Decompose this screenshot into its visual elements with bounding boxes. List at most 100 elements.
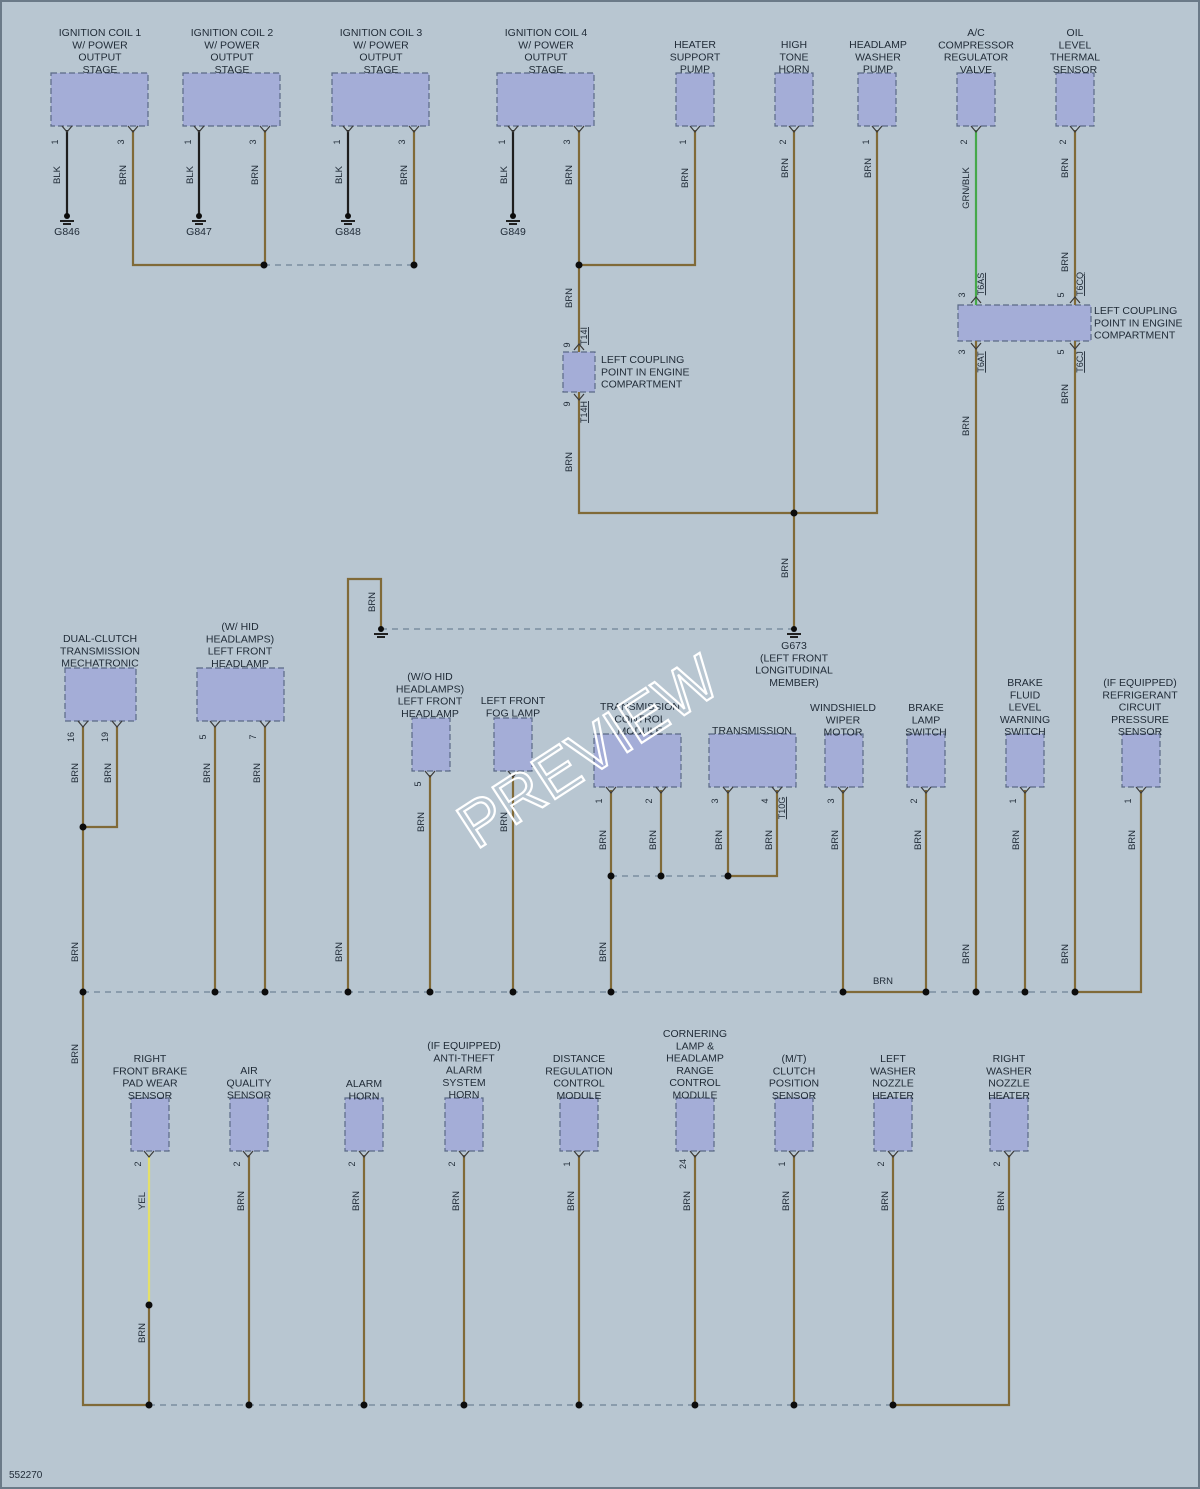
wire-color-label: BRN xyxy=(137,1323,148,1343)
wire-color-label: BRN xyxy=(781,1191,792,1211)
pin-number: 2 xyxy=(447,1161,457,1166)
wire-color-label: BRN xyxy=(1127,830,1138,850)
pin-number: 4 xyxy=(760,798,770,803)
pin-number: 2 xyxy=(876,1161,886,1166)
pin-number: 3 xyxy=(710,798,720,803)
clutch-position-sensor-box xyxy=(774,1097,814,1152)
ground-label: G846 xyxy=(54,226,80,238)
wire-color-label: BRN xyxy=(564,452,575,472)
wire-color-label: BRN xyxy=(961,944,972,964)
wire-color-label: BRN xyxy=(499,812,510,832)
wire-color-label: BLK xyxy=(499,165,510,184)
pin-number: 1 xyxy=(332,139,342,144)
wire-color-label: BRN xyxy=(252,763,263,783)
refrigerant-pressure-sensor-box xyxy=(1121,733,1161,788)
wire-color-label: BRN xyxy=(780,158,791,178)
ground-g846-icon xyxy=(60,213,74,225)
headlamp-washer-pump-box xyxy=(857,72,897,127)
pin-number: 16 xyxy=(66,732,76,742)
pin-number: 2 xyxy=(347,1161,357,1166)
wire-color-label: BRN xyxy=(566,1191,577,1211)
wire-color-label: BRN xyxy=(913,830,924,850)
connector-id-label: T6AT xyxy=(976,351,986,373)
cornering-lamp-control-module-box xyxy=(675,1097,715,1152)
pin-number: 2 xyxy=(959,139,969,144)
ground-g848-icon xyxy=(341,213,355,225)
wire-color-label: BRN xyxy=(236,1191,247,1211)
wire-color-label: BRN xyxy=(880,1191,891,1211)
wire-color-label: BRN xyxy=(996,1191,1007,1211)
pin-number: 1 xyxy=(861,139,871,144)
dual-clutch-mechatronic-box xyxy=(64,667,137,722)
left-front-headlamp-non-hid-box xyxy=(411,717,451,772)
wire-color-label: BRN xyxy=(118,165,129,185)
pin-number: 3 xyxy=(116,139,126,144)
pin-number: 7 xyxy=(248,734,258,739)
left-front-headlamp-hid-box xyxy=(196,667,285,722)
pin-number: 3 xyxy=(397,139,407,144)
pin-number: 3 xyxy=(562,139,572,144)
watermark-text: PREVIEW xyxy=(445,641,732,862)
connector-id-label: T14I xyxy=(579,327,589,345)
heater-support-pump-box xyxy=(675,72,715,127)
wire-color-label: BRN xyxy=(451,1191,462,1211)
component-boxes xyxy=(50,72,1161,1152)
ignition-coil-1-box xyxy=(50,72,149,127)
ac-compressor-regulator-valve-box xyxy=(956,72,996,127)
ignition-coil-4-box xyxy=(496,72,595,127)
wire-color-label: BRN xyxy=(648,830,659,850)
ground-g847-icon xyxy=(192,213,206,225)
pin-number: 3 xyxy=(248,139,258,144)
wire-color-label: BRN xyxy=(1060,158,1071,178)
wire-color-label: BRN xyxy=(1011,830,1022,850)
alarm-horn-box xyxy=(344,1097,384,1152)
wire-color-label: BRN xyxy=(1060,252,1071,272)
connector-id-label: T6CQ xyxy=(1075,272,1085,296)
wire-color-label: BRN xyxy=(1060,944,1071,964)
wire-color-label: BRN xyxy=(863,158,874,178)
wire-color-label: BRN xyxy=(1060,384,1071,404)
ground-g673-icon xyxy=(787,626,801,638)
ground-wires xyxy=(65,130,515,214)
pin-number: 5 xyxy=(413,781,423,786)
connector-id-label: T6AS xyxy=(976,273,986,296)
transmission-control-module-box xyxy=(593,733,682,788)
pin-number: 3 xyxy=(957,349,967,354)
ground-label: G847 xyxy=(186,226,212,238)
pin-number: 1 xyxy=(678,139,688,144)
pin-number: 5 xyxy=(1056,292,1066,297)
right-washer-nozzle-heater-box xyxy=(989,1097,1029,1152)
brake-lamp-switch-box xyxy=(906,733,946,788)
ground-label: G849 xyxy=(500,226,526,238)
pin-number: 2 xyxy=(232,1161,242,1166)
wire-color-label: BRN xyxy=(830,830,841,850)
air-quality-sensor-box xyxy=(229,1097,269,1152)
